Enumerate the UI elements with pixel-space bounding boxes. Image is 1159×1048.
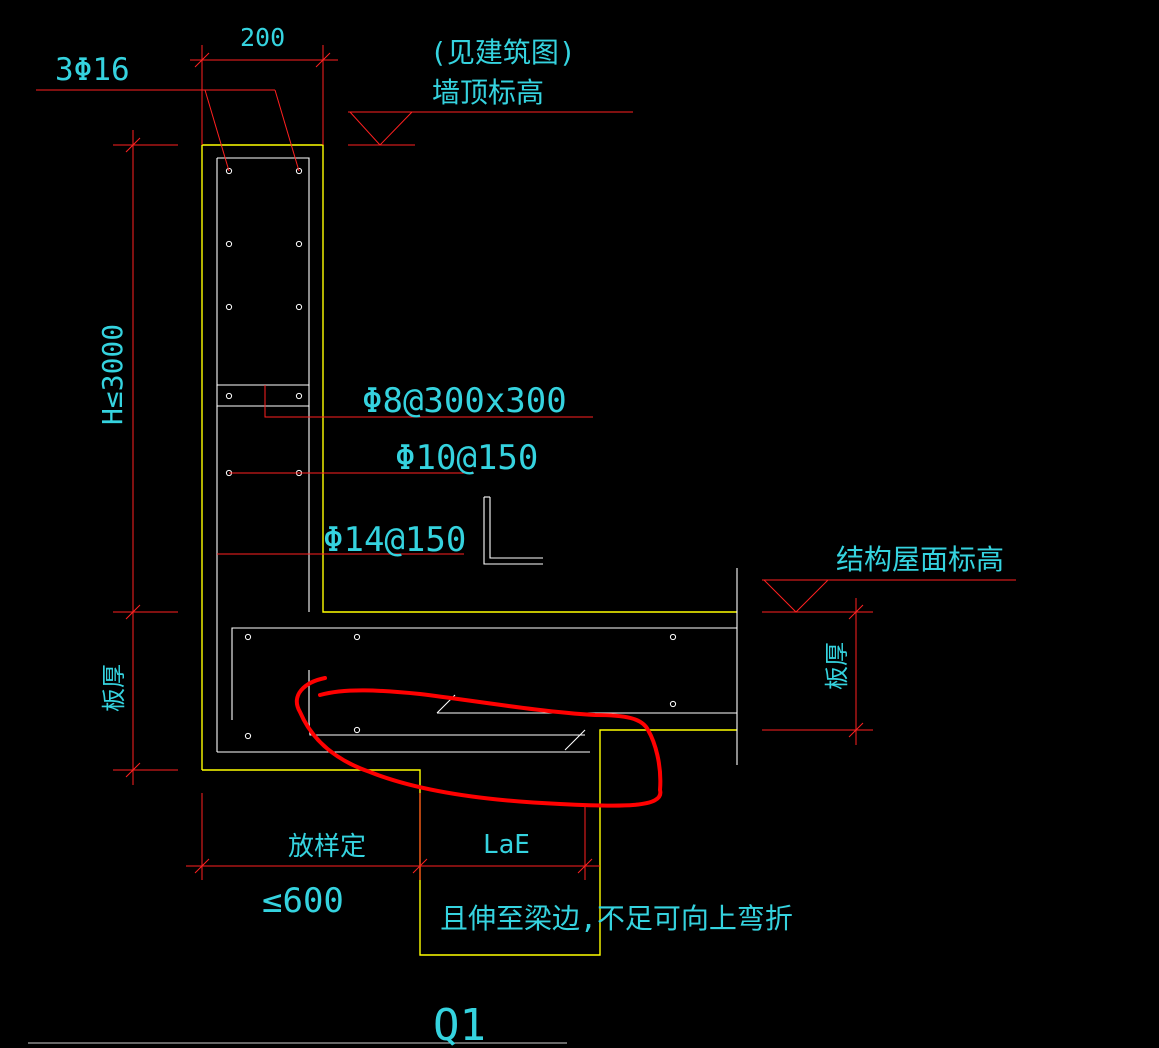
label-roof-elev: 结构屋面标高 bbox=[836, 543, 1004, 576]
concrete-outline bbox=[201, 144, 737, 956]
label-wall-top-elev: 墙顶标高 bbox=[432, 76, 544, 109]
label-length-limit: ≤600 bbox=[262, 881, 344, 921]
markup-circle bbox=[294, 676, 663, 808]
label-tie-bar: Φ8@300x300 bbox=[362, 381, 567, 421]
label-anchorage: LaE bbox=[483, 830, 530, 860]
label-top-width: 200 bbox=[240, 23, 285, 52]
label-setout: 放样定 bbox=[288, 832, 366, 862]
drawing-title: Q1 bbox=[433, 1000, 486, 1048]
label-slab-thickness-left: 板厚 bbox=[100, 664, 128, 712]
label-height: H≤3000 bbox=[96, 324, 129, 425]
label-top-rebar: 3Φ16 bbox=[55, 52, 130, 88]
label-wall-top-note: (见建筑图) bbox=[430, 36, 576, 69]
dimension-lines bbox=[28, 45, 1016, 1044]
label-vertical-bar: Φ14@150 bbox=[323, 520, 466, 560]
label-anchorage-note: 且伸至梁边,不足可向上弯折 bbox=[440, 902, 793, 935]
label-horizontal-bar: Φ10@150 bbox=[395, 438, 538, 478]
label-slab-thickness-right: 板厚 bbox=[823, 642, 851, 690]
